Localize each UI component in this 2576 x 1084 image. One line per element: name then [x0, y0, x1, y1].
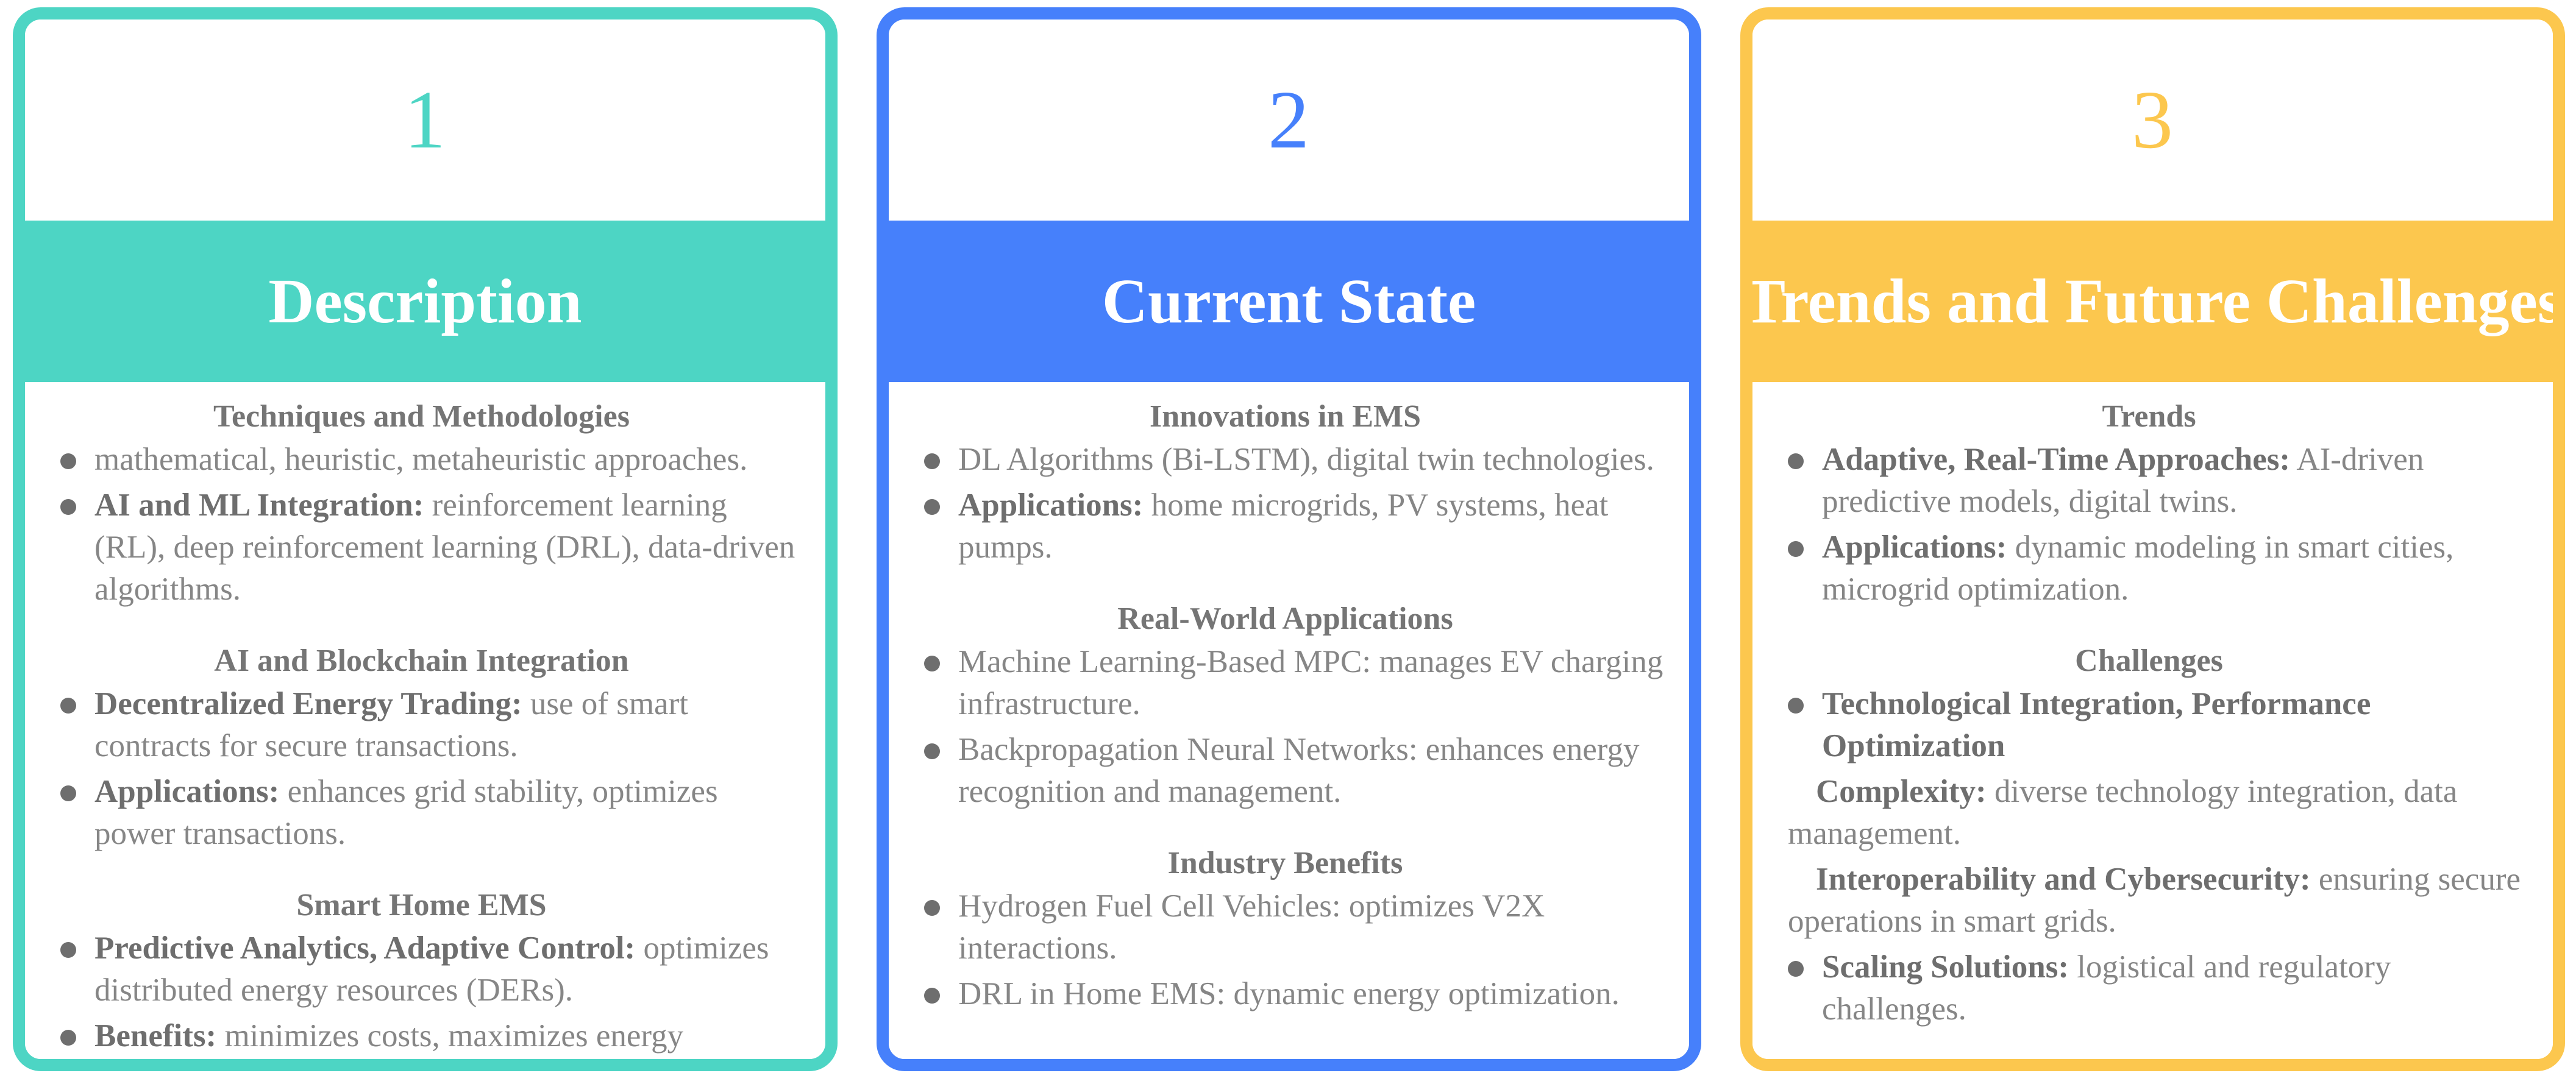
bullet-list: Predictive Analytics, Adaptive Control: … — [38, 927, 805, 1059]
card-3-body: Trends Adaptive, Real-Time Approaches: A… — [1752, 382, 2553, 1059]
bullet-list: mathematical, heuristic, metaheuristic a… — [38, 439, 805, 611]
list-item: Machine Learning-Based MPC: manages EV c… — [902, 641, 1668, 725]
card-2[interactable]: 2 Current State Innovations in EMS DL Al… — [877, 7, 1701, 1071]
list-item-lead: Interoperability and Cybersecurity: — [1816, 861, 2311, 897]
bullet-list: Hydrogen Fuel Cell Vehicles: optimizes V… — [902, 885, 1668, 1015]
section-heading: Smart Home EMS — [296, 887, 547, 923]
bullet-list: DL Algorithms (Bi-LSTM), digital twin te… — [902, 439, 1668, 569]
list-item-lead: Complexity: — [1816, 774, 1987, 810]
list-item-rest: reinforcement learning (RL), deep reinfo… — [94, 487, 795, 608]
list-item-rest: ensuring secure operations in smart grid… — [1788, 861, 2521, 939]
list-item: Applications: dynamic modeling in smart … — [1766, 526, 2532, 611]
card-3-section-1: Trends Adaptive, Real-Time Approaches: A… — [1766, 398, 2532, 611]
list-item-lead: Technological Integration, Performance O… — [1822, 686, 2371, 764]
card-1-title: Description — [268, 266, 582, 336]
list-item-rest: Machine Learning-Based MPC: manages EV c… — [958, 644, 1663, 722]
bullet-list: Technological Integration, Performance O… — [1766, 683, 2532, 1030]
card-1-number: 1 — [404, 74, 446, 166]
card-2-section-2: Real-World Applications Machine Learning… — [902, 600, 1668, 813]
card-2-section-3: Industry Benefits Hydrogen Fuel Cell Veh… — [902, 845, 1668, 1015]
list-item-rest: enhances grid stability, optimizes power… — [94, 774, 718, 851]
list-item: Hydrogen Fuel Cell Vehicles: optimizes V… — [902, 885, 1668, 969]
card-1[interactable]: 1 Description Techniques and Methodologi… — [13, 7, 838, 1071]
card-3-title-band: Trends and Future Challenges — [1752, 221, 2553, 382]
bullet-list: Adaptive, Real-Time Approaches: AI-drive… — [1766, 439, 2532, 611]
card-3[interactable]: 3 Trends and Future Challenges Trends Ad… — [1740, 7, 2565, 1071]
list-item-rest: Hydrogen Fuel Cell Vehicles: optimizes V… — [958, 888, 1545, 966]
section-heading: Challenges — [2075, 643, 2223, 678]
bullet-list: Machine Learning-Based MPC: manages EV c… — [902, 641, 1668, 813]
list-item: Applications: enhances grid stability, o… — [38, 771, 805, 855]
card-3-title: Trends and Future Challenges — [1743, 266, 2563, 336]
card-1-section-1: Techniques and Methodologies mathematica… — [38, 398, 805, 611]
card-1-section-3: Smart Home EMS Predictive Analytics, Ada… — [38, 887, 805, 1059]
list-item-rest: mathematical, heuristic, metaheuristic a… — [94, 442, 748, 478]
card-2-section-1: Innovations in EMS DL Algorithms (Bi-LST… — [902, 398, 1668, 569]
list-item: mathematical, heuristic, metaheuristic a… — [38, 439, 805, 481]
list-item-rest: dynamic modeling in smart cities, microg… — [1822, 530, 2454, 608]
list-item-rest: use of smart contracts for secure transa… — [94, 686, 688, 764]
section-heading: Techniques and Methodologies — [213, 399, 630, 434]
list-item: AI and ML Integration: reinforcement lea… — [38, 484, 805, 611]
list-item-rest: optimizes distributed energy resources (… — [94, 930, 769, 1008]
card-2-title-band: Current State — [889, 221, 1689, 382]
list-item-lead: AI and ML Integration: — [94, 487, 424, 523]
list-item: Complexity: diverse technology integrati… — [1766, 771, 2532, 855]
list-item-rest: logistical and regulatory challenges. — [1822, 949, 2391, 1027]
card-1-body: Techniques and Methodologies mathematica… — [25, 382, 825, 1059]
section-heading: AI and Blockchain Integration — [214, 643, 629, 678]
list-item: Predictive Analytics, Adaptive Control: … — [38, 927, 805, 1011]
list-item-rest: home microgrids, PV systems, heat pumps. — [958, 487, 1609, 565]
list-item: Adaptive, Real-Time Approaches: AI-drive… — [1766, 439, 2532, 523]
list-item-lead: Applications: — [1822, 530, 2007, 565]
card-2-number-zone: 2 — [889, 19, 1689, 221]
section-heading: Real-World Applications — [1117, 601, 1453, 637]
list-item: Backpropagation Neural Networks: enhance… — [902, 729, 1668, 813]
list-item-rest: Backpropagation Neural Networks: enhance… — [958, 732, 1640, 810]
section-heading: Trends — [2102, 399, 2196, 434]
list-item-rest: DL Algorithms (Bi-LSTM), digital twin te… — [958, 442, 1654, 478]
list-item: Scaling Solutions: logistical and regula… — [1766, 946, 2532, 1030]
list-item-lead: Scaling Solutions: — [1822, 949, 2069, 985]
list-item-lead: Applications: — [958, 487, 1144, 523]
bullet-list: Decentralized Energy Trading: use of sma… — [38, 683, 805, 855]
card-3-number-zone: 3 — [1752, 19, 2553, 221]
list-item: Decentralized Energy Trading: use of sma… — [38, 683, 805, 767]
card-3-section-2: Challenges Technological Integration, Pe… — [1766, 642, 2532, 1030]
list-item: Interoperability and Cybersecurity: ensu… — [1766, 859, 2532, 943]
list-item-lead: Benefits: — [94, 1018, 217, 1054]
card-2-number: 2 — [1268, 74, 1310, 166]
list-item: DRL in Home EMS: dynamic energy optimiza… — [902, 973, 1668, 1015]
list-item: Benefits: minimizes costs, maximizes ene… — [38, 1015, 805, 1059]
card-3-number: 3 — [2132, 74, 2174, 166]
card-1-title-band: Description — [25, 221, 825, 382]
list-item-rest: DRL in Home EMS: dynamic energy optimiza… — [958, 976, 1620, 1012]
section-heading: Innovations in EMS — [1149, 399, 1421, 434]
section-heading: Industry Benefits — [1167, 845, 1403, 880]
list-item-rest: minimizes costs, maximizes energy effici… — [224, 1018, 684, 1054]
card-1-number-zone: 1 — [25, 19, 825, 221]
list-item-rest: AI-driven predictive models, digital twi… — [1822, 442, 2424, 520]
list-item-lead: Decentralized Energy Trading: — [94, 686, 522, 722]
list-item: Technological Integration, Performance O… — [1766, 683, 2532, 767]
card-2-title: Current State — [1101, 266, 1476, 336]
list-item-lead: Predictive Analytics, Adaptive Control: — [94, 930, 636, 966]
card-2-body: Innovations in EMS DL Algorithms (Bi-LST… — [889, 382, 1689, 1059]
list-item-rest: diverse technology integration, data man… — [1788, 774, 2458, 851]
list-item: Applications: home microgrids, PV system… — [902, 484, 1668, 569]
list-item: DL Algorithms (Bi-LSTM), digital twin te… — [902, 439, 1668, 481]
list-item-lead: Adaptive, Real-Time Approaches: — [1822, 442, 2291, 478]
card-1-section-2: AI and Blockchain Integration Decentrali… — [38, 642, 805, 855]
list-item-lead: Applications: — [94, 774, 280, 810]
